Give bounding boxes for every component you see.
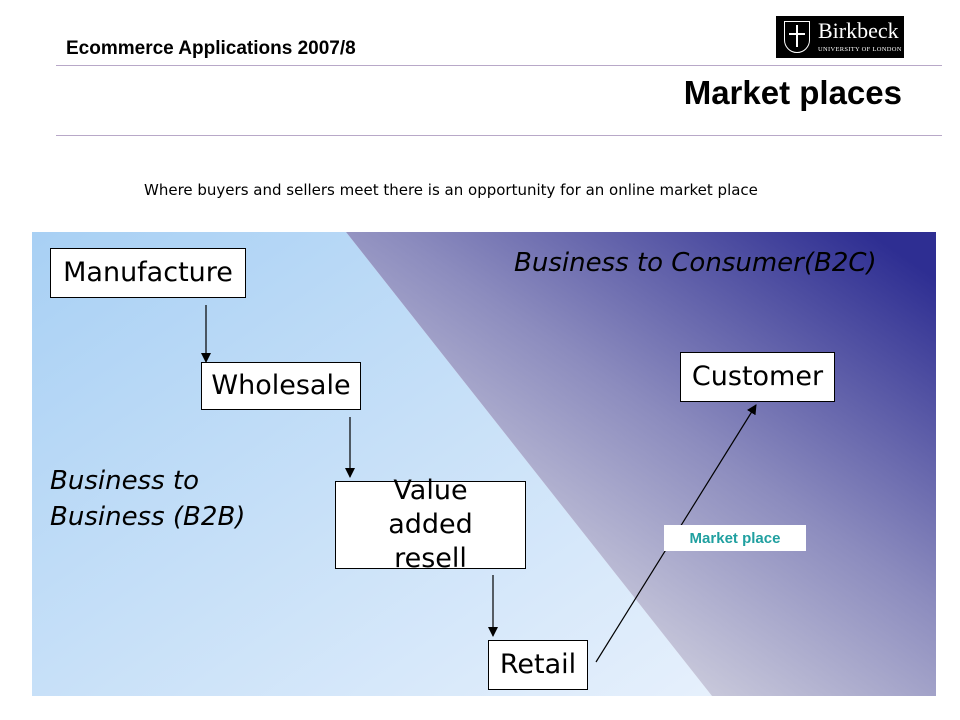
label-b2c: Business to Consumer(B2C)	[514, 248, 877, 278]
market-place-label: Market place	[664, 525, 806, 551]
logo-subtitle: UNIVERSITY OF LONDON	[818, 46, 902, 53]
birkbeck-logo: Birkbeck UNIVERSITY OF LONDON	[776, 16, 904, 58]
node-retail: Retail	[488, 640, 588, 690]
node-wholesale: Wholesale	[201, 362, 361, 410]
subtitle: Where buyers and sellers meet there is a…	[144, 181, 758, 199]
course-title: Ecommerce Applications 2007/8	[66, 38, 356, 59]
b2b-region	[32, 232, 712, 696]
header-rule	[56, 65, 942, 66]
logo-name: Birkbeck	[818, 18, 899, 43]
crest-icon	[784, 21, 810, 53]
node-value-added-resell: Value added resell	[335, 475, 526, 574]
node-customer: Customer	[680, 352, 835, 402]
b2c-region	[346, 232, 936, 696]
label-b2b: Business to Business (B2B)	[50, 466, 246, 532]
title-rule	[56, 135, 942, 136]
diagram-background	[32, 232, 936, 696]
node-manufacture: Manufacture	[50, 248, 246, 298]
page-title: Market places	[683, 74, 902, 111]
